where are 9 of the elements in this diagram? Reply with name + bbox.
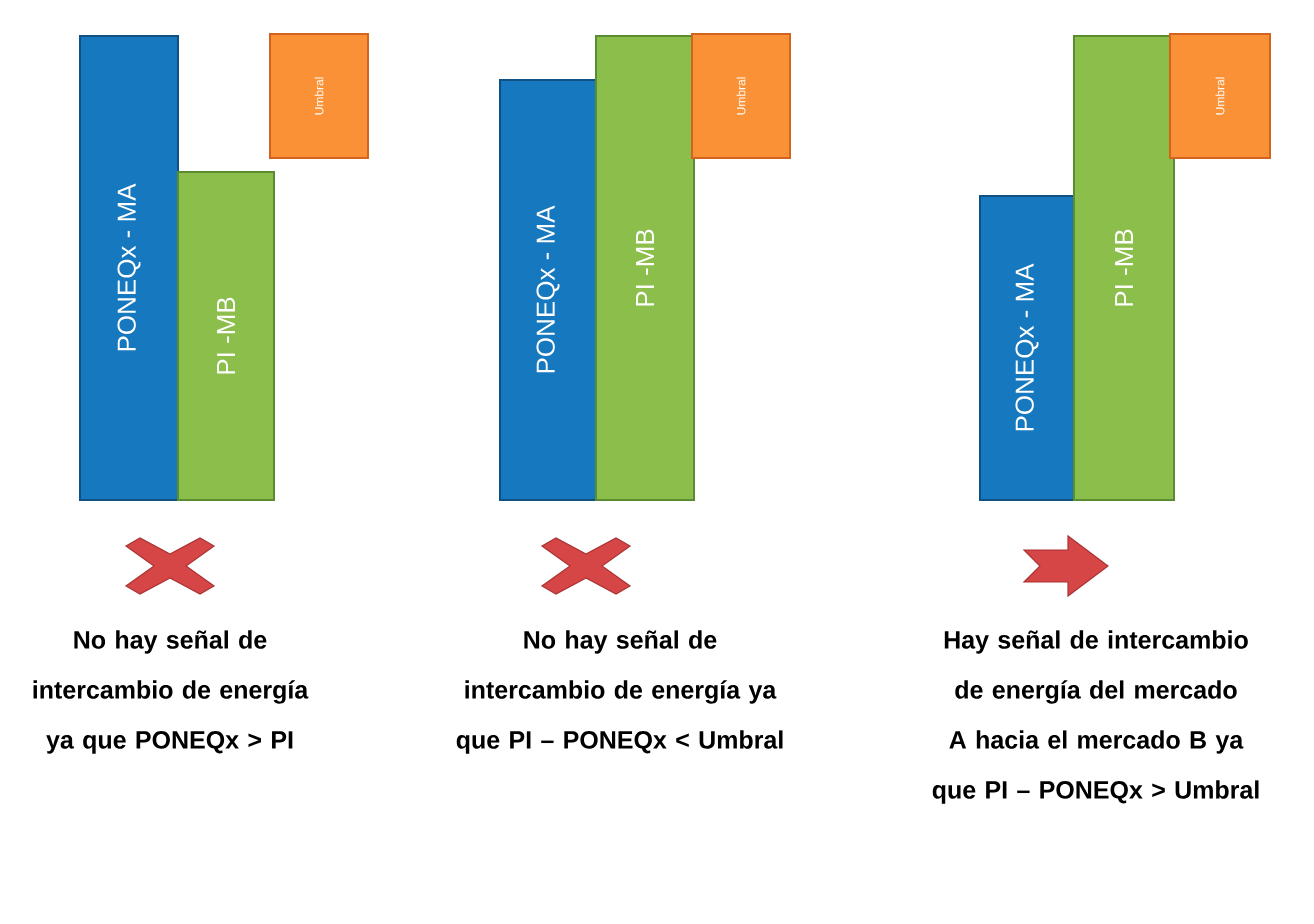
bar-rectangle: PONEQx - MA — [499, 79, 597, 501]
bar-rectangle: PI -MB — [1073, 35, 1175, 501]
bar-rectangle: PONEQx - MA — [79, 35, 179, 501]
caption-text: No hay señal de intercambio de energía ya que PI – PONEQx < Umbral — [456, 630, 783, 754]
caption-text: No hay señal de intercambio de energía ya que PONEQx > PI — [33, 630, 309, 754]
bar-rectangle: PI -MB — [177, 171, 275, 501]
bar-rectangle: PI -MB — [595, 35, 695, 501]
caption-text: Hay señal de intercambio de energía del mercado A hacia el mercado B ya que PI – PONEQx > Umbral — [932, 630, 1259, 804]
bar-rectangle: PONEQx - MA — [979, 195, 1075, 501]
